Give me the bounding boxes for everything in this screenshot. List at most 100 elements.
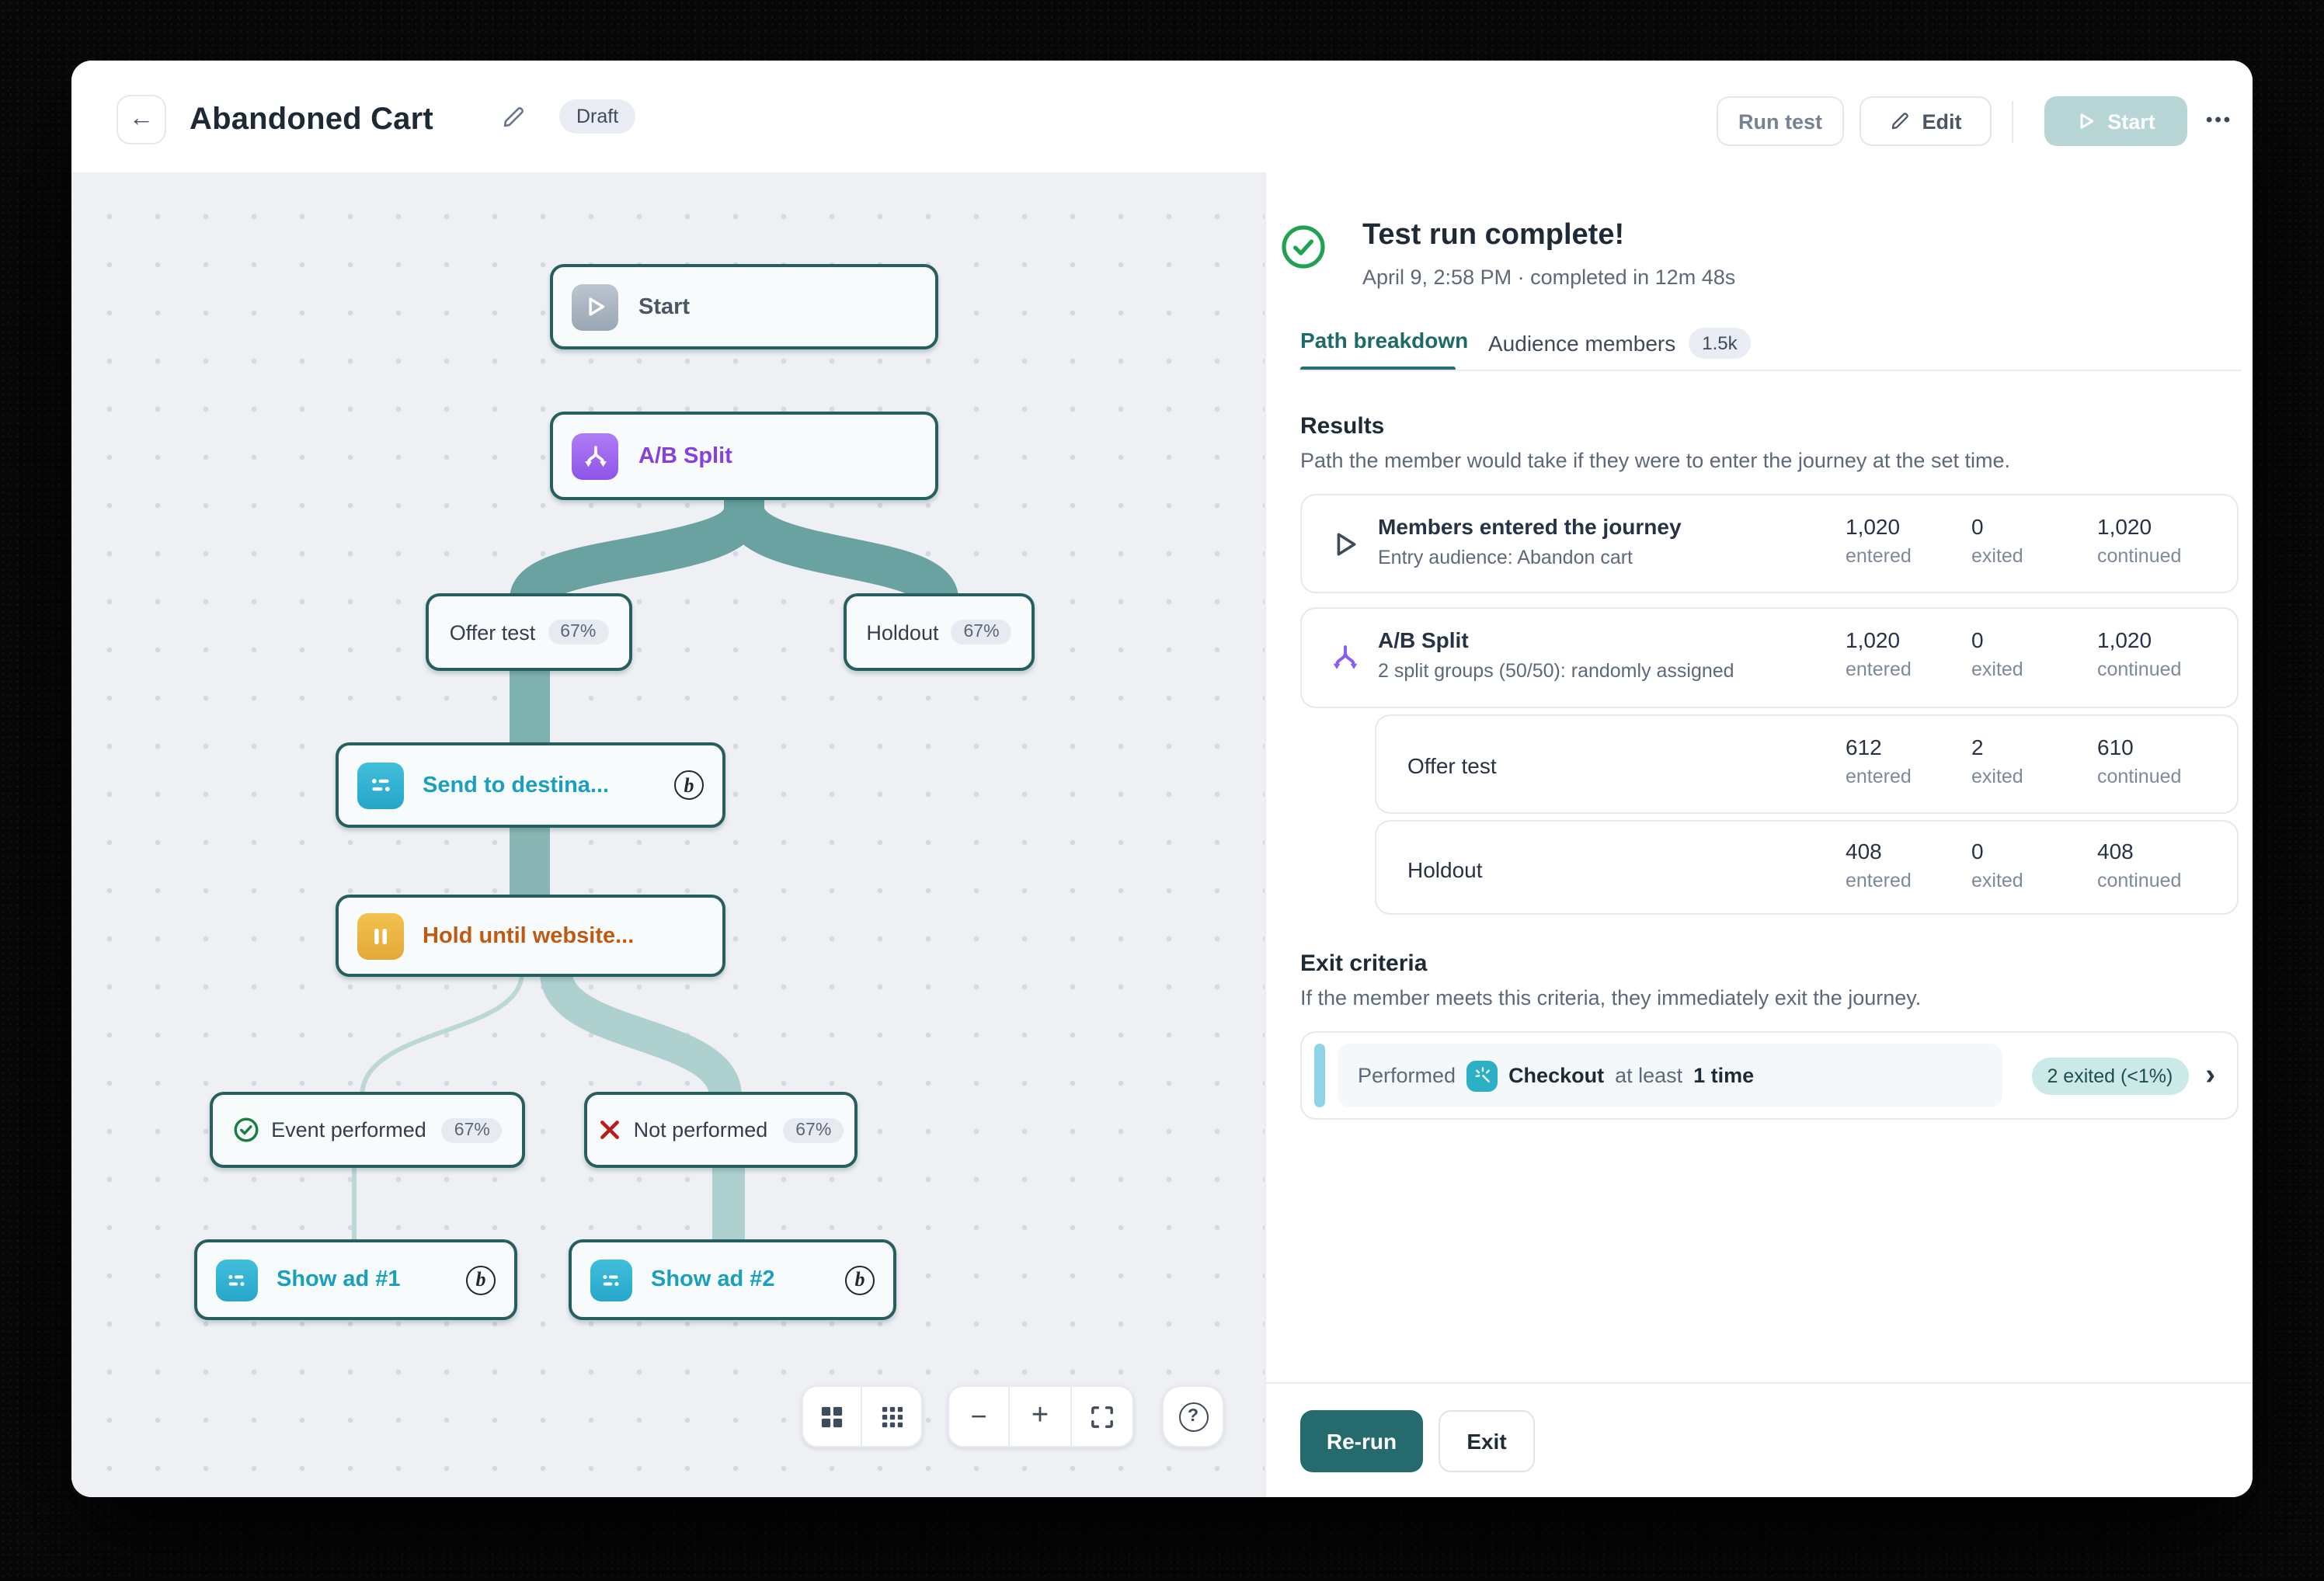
results-heading: Results <box>1300 413 1385 440</box>
app-header: ← Abandoned Cart Draft Run test Edit <box>71 61 2253 172</box>
start-button[interactable]: Start <box>2044 96 2187 146</box>
exit-button[interactable]: Exit <box>1439 1410 1535 1472</box>
rename-pencil-icon[interactable] <box>500 104 527 138</box>
stat-exited-label: exited <box>1971 545 2023 567</box>
stat-exited-label: exited <box>1971 870 2023 891</box>
back-arrow-icon: ← <box>129 106 154 132</box>
node-holdout[interactable]: Holdout 67% <box>844 593 1035 671</box>
pause-icon <box>357 912 404 959</box>
status-badge: Draft <box>559 99 636 134</box>
test-run-panel: Test run complete! April 9, 2:58 PM · co… <box>1265 172 2253 1497</box>
node-ab-split[interactable]: A/B Split <box>550 412 938 500</box>
result-row-subtitle: Entry audience: Abandon cart <box>1378 547 1633 568</box>
node-send-destination-label: Send to destina... <box>423 773 610 797</box>
node-ab-split-label: A/B Split <box>638 443 732 468</box>
edit-button[interactable]: Edit <box>1860 96 1992 146</box>
node-show-ad-1[interactable]: Show ad #1 b <box>194 1239 517 1320</box>
braze-logo-icon: b <box>674 770 704 800</box>
footer-divider <box>1266 1382 2253 1384</box>
stat-entered: 1,020 entered <box>1846 514 1978 567</box>
times-label: 1 time <box>1693 1064 1755 1087</box>
holdout-percent-badge: 67% <box>951 620 1012 645</box>
run-test-label: Run test <box>1738 109 1822 133</box>
stat-continued-label: continued <box>2097 766 2182 787</box>
exit-criteria-description: If the member meets this criteria, they … <box>1300 986 1922 1009</box>
connector-lines <box>352 346 958 1244</box>
grid-3x3-icon[interactable] <box>862 1385 923 1447</box>
tab-path-breakdown[interactable]: Path breakdown <box>1300 328 1468 353</box>
stat-continued: 1,020 continued <box>2097 514 2229 567</box>
stat-continued: 1,020 continued <box>2097 627 2229 680</box>
node-hold-until-label: Hold until website... <box>423 923 635 948</box>
layout-toggle-group <box>802 1385 923 1447</box>
results-description: Path the member would take if they were … <box>1300 449 2010 472</box>
result-row-ab-split: A/B Split 2 split groups (50/50): random… <box>1300 607 2239 708</box>
stat-exited-value: 0 <box>1971 514 1984 539</box>
journey-canvas[interactable]: Start A/B Split Offer test 67 <box>71 172 1265 1497</box>
rerun-label: Re-run <box>1326 1429 1397 1454</box>
help-button[interactable]: ? <box>1162 1385 1224 1447</box>
exit-event-name: Checkout <box>1508 1064 1605 1087</box>
success-check-icon <box>1280 224 1327 278</box>
stat-continued-value: 1,020 <box>2097 627 2152 652</box>
tab-audience-members[interactable]: Audience members 1.5k <box>1488 328 1752 359</box>
panel-subtitle: April 9, 2:58 PM · completed in 12m 48s <box>1362 266 1736 289</box>
stat-entered-label: entered <box>1846 658 1912 680</box>
not-performed-percent-badge: 67% <box>783 1117 844 1142</box>
app-window: ← Abandoned Cart Draft Run test Edit <box>71 61 2253 1497</box>
tabbar-divider <box>1300 370 2242 371</box>
send-destination-icon <box>357 762 404 808</box>
tab-audience-members-label: Audience members <box>1488 331 1676 356</box>
zoom-out-icon[interactable]: − <box>948 1385 1010 1447</box>
stat-entered: 1,020 entered <box>1846 627 1978 680</box>
node-not-performed[interactable]: Not performed 67% <box>584 1092 858 1168</box>
result-row-holdout: Holdout 408 entered 0 exited 408 continu… <box>1375 820 2239 915</box>
result-row-title: Offer test <box>1407 753 1497 778</box>
zoom-control-group: − + <box>948 1385 1134 1447</box>
stat-entered-label: entered <box>1846 766 1912 787</box>
result-row-title: Holdout <box>1407 857 1483 882</box>
stat-entered-label: entered <box>1846 870 1912 891</box>
run-test-button[interactable]: Run test <box>1717 96 1844 146</box>
stat-continued-label: continued <box>2097 658 2182 680</box>
node-offer-test[interactable]: Offer test 67% <box>426 593 632 671</box>
event-click-icon <box>1466 1060 1498 1091</box>
stat-continued-value: 1,020 <box>2097 514 2152 539</box>
grid-2x2-icon[interactable] <box>802 1385 862 1447</box>
zoom-in-icon[interactable]: + <box>1010 1385 1072 1447</box>
x-icon <box>598 1118 621 1141</box>
back-button[interactable]: ← <box>117 95 166 144</box>
offer-test-percent-badge: 67% <box>548 620 609 645</box>
stat-exited-value: 0 <box>1971 839 1984 863</box>
edit-label: Edit <box>1922 109 1962 133</box>
entry-play-icon <box>1334 531 1358 565</box>
edit-pencil-icon <box>1890 110 1912 132</box>
rerun-button[interactable]: Re-run <box>1300 1410 1423 1472</box>
fit-view-icon[interactable] <box>1072 1385 1134 1447</box>
active-tab-underline <box>1300 367 1456 371</box>
stat-entered: 408 entered <box>1846 839 1978 891</box>
more-options-icon[interactable]: ••• <box>2206 109 2233 130</box>
stat-entered: 612 entered <box>1846 735 1978 787</box>
node-hold-until[interactable]: Hold until website... <box>336 895 725 977</box>
exit-criteria-row[interactable]: Performed Checkout at least 1 time 2 exi… <box>1300 1031 2239 1120</box>
stat-exited: 2 exited <box>1971 735 2103 787</box>
result-row-title: A/B Split <box>1378 627 1469 652</box>
play-icon <box>2076 112 2095 130</box>
stat-entered-value: 612 <box>1846 735 1882 759</box>
show-ad-1-icon <box>216 1259 258 1301</box>
stat-exited: 0 exited <box>1971 514 2103 567</box>
ab-split-icon <box>572 433 618 479</box>
stat-continued-value: 610 <box>2097 735 2134 759</box>
panel-title: Test run complete! <box>1362 219 1625 252</box>
node-show-ad-2[interactable]: Show ad #2 b <box>569 1239 896 1320</box>
node-event-performed[interactable]: Event performed 67% <box>210 1092 525 1168</box>
stat-entered-value: 408 <box>1846 839 1882 863</box>
node-send-destination[interactable]: Send to destina... b <box>336 742 725 828</box>
stat-entered-value: 1,020 <box>1846 627 1901 652</box>
stat-exited: 0 exited <box>1971 839 2103 891</box>
header-divider <box>2012 101 2013 143</box>
holdout-label: Holdout <box>866 620 939 644</box>
node-start[interactable]: Start <box>550 264 938 349</box>
